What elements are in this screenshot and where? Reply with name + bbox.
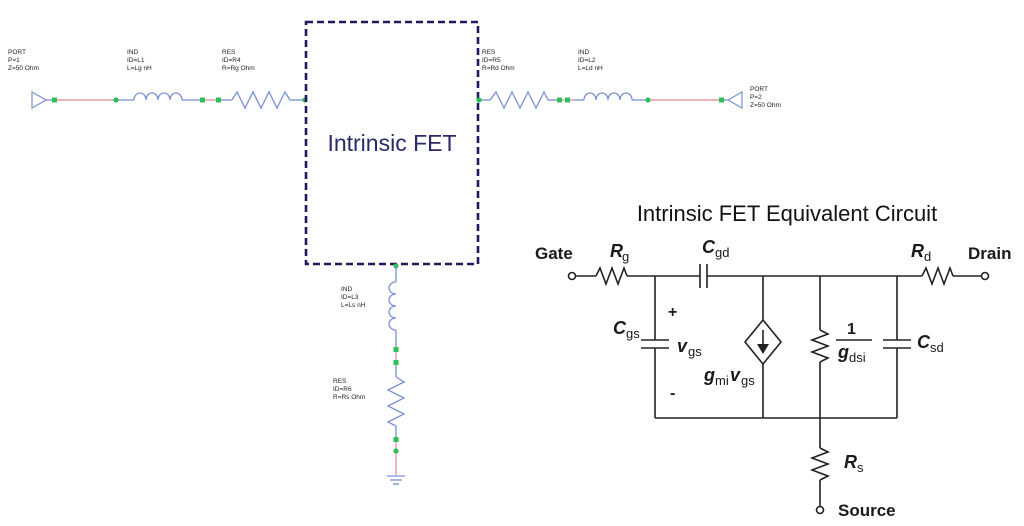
vgs-label-main: v [677,336,688,356]
inductor-l2 [574,92,648,101]
gm-label-g: g [703,365,715,385]
port2-label-z: Z=50 Ohm [750,102,781,109]
node-l1-in [113,97,119,103]
gdsi-label-main: g [837,342,849,362]
port1-label-p: P=1 [8,57,20,64]
node-l1-out [200,97,205,103]
resistor-r6 [386,365,406,440]
rd-label-main: R [911,241,924,261]
gm-label-mi: mi [715,373,729,388]
resistor-rg [595,265,628,287]
source-terminal [815,505,825,515]
res5-label-id: ID=R5 [482,57,501,64]
node-fet-drain [476,97,482,103]
vgs-minus: - [670,385,675,402]
port1-label-type: PORT [8,49,26,56]
rs-label-sub: s [857,460,864,475]
node-r6-in [393,360,399,365]
fet-box-label: Intrinsic FET [327,130,456,156]
cgs-label-main: C [613,318,627,338]
ind1-label-value: L=Lg nH [127,65,152,72]
inductor-l1 [116,92,202,101]
cgd-label-main: C [702,237,716,257]
node-port1 [52,97,57,103]
inductor-l3 [388,266,397,350]
csd-label-main: C [917,332,931,352]
gm-label-gs: gs [741,373,755,388]
gdsi-label-sub: dsi [849,350,866,365]
gate-label: Gate [535,244,573,263]
resistor-rs [809,447,831,481]
rg-label-sub: g [622,249,629,264]
ind2-label-id: ID=L2 [578,57,596,64]
rg-label-main: R [610,241,623,261]
port2-label-p: P=2 [750,94,762,101]
res5-label-type: RES [482,49,496,56]
intrinsic-fet-box [304,20,480,266]
vgs-plus: + [668,304,677,321]
rd-label-sub: d [924,249,931,264]
vgs-label-sub: gs [688,344,702,359]
node-l3-out [393,347,399,352]
capacitor-cgs [641,339,669,349]
res6-label-id: ID=R6 [333,386,352,393]
ind1-label-type: IND [127,49,139,56]
gdsi-numerator: 1 [847,321,856,338]
node-l2-out [645,97,651,103]
ground-icon [387,475,405,485]
resistor-rd [921,265,954,287]
source-label: Source [838,501,896,520]
resistor-r5 [489,90,560,110]
node-r6-out [393,437,399,442]
port-2 [722,90,743,110]
res4-label-type: RES [222,49,236,56]
cgs-label-sub: gs [626,326,640,341]
capacitor-cgd [699,264,708,288]
equivalent-title: Intrinsic FET Equivalent Circuit [637,201,937,226]
node-r5-out [557,97,562,103]
res4-label-id: ID=R4 [222,57,241,64]
resistor-gdsi [809,329,831,363]
res6-label-value: R=Rs Ohm [333,394,365,401]
res6-label-type: RES [333,378,347,385]
capacitor-csd [883,339,911,349]
ind2-label-value: L=Ld nH [578,65,603,72]
node-r4-in [216,97,221,103]
ind2-label-type: IND [578,49,590,56]
gm-label-v: v [730,365,741,385]
ind3-label-value: L=Ls nH [341,302,366,309]
port-1 [31,90,55,110]
res4-label-value: R=Rg Ohm [222,65,255,72]
cgd-label-sub: gd [715,245,729,260]
ind3-label-type: IND [341,286,353,293]
resistor-r4 [218,90,305,110]
port1-label-z: Z=50 Ohm [8,65,39,72]
drain-terminal [980,271,990,281]
rs-label-main: R [844,452,857,472]
csd-label-sub: sd [930,340,944,355]
drain-label: Drain [968,244,1011,263]
dependent-current-source [743,318,783,366]
node-ground [393,448,399,454]
ind3-label-id: ID=L3 [341,294,359,301]
port2-label-type: PORT [750,86,768,93]
ind1-label-id: ID=L1 [127,57,145,64]
gate-terminal [567,271,577,281]
res5-label-value: R=Rd Ohm [482,65,515,72]
node-port2 [719,97,724,103]
node-l2-in [565,97,570,103]
